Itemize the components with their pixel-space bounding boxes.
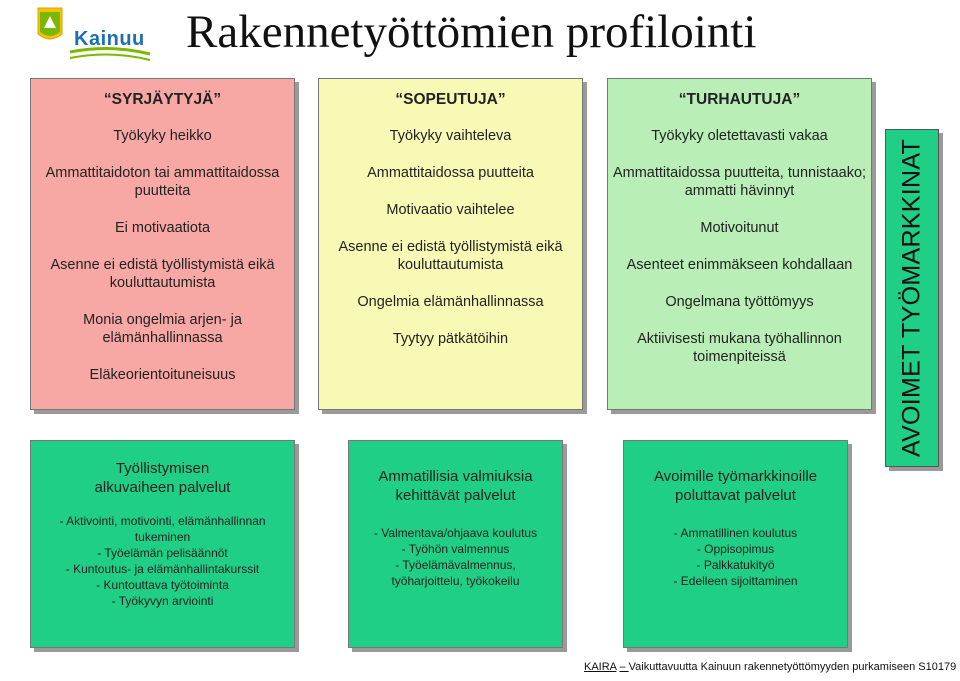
profile-item: Ei motivaatiota — [114, 220, 211, 236]
open-labour-market-box: AVOIMET TYÖMARKKINAT — [885, 129, 939, 467]
services-box-3: Avoimille työmarkkinoille poluttavat pal… — [623, 440, 848, 648]
service-item: - Työhön valmennus — [401, 542, 510, 556]
page-title: Rakennetyöttömien profilointi — [186, 6, 757, 58]
profile-box-turhautuja: “TURHAUTUJA” Työkyky oletettavasti vakaa… — [607, 78, 872, 410]
footer-text: Vaikuttavuutta Kainuun rakennetyöttömyyd… — [628, 661, 957, 673]
profile-item: Motivoitunut — [700, 220, 779, 236]
services-heading: Avoimille työmarkkinoille poluttavat pal… — [653, 468, 818, 504]
service-item: - Palkkatukityö — [696, 558, 775, 572]
profile-item: Eläkeorientoituneisuus — [89, 367, 236, 383]
footer-brand: KAIRA — [584, 661, 617, 673]
services-heading: Ammatillisia valmiuksia kehittävät palve… — [378, 468, 533, 504]
profile-item: Motivaatio vaihtelee — [386, 202, 515, 218]
profile-item: Työkyky heikko — [113, 128, 212, 144]
profile-item: Tyytyy pätkätöihin — [392, 331, 509, 347]
profile-item: Monia ongelmia arjen- ja elämänhallinnas… — [83, 312, 242, 346]
profile-item: Aktiivisesti mukana työhallinnon toimenp… — [637, 331, 842, 365]
logo-text: Kainuu — [74, 28, 145, 50]
profile-item: Ammattitaidossa puutteita, tunnistaako; … — [612, 165, 867, 199]
footer: KAIRA – Vaikuttavuutta Kainuun rakennety… — [584, 661, 957, 673]
profile-item: Asenne ei edistä työllistymistä eikä kou… — [338, 239, 563, 273]
profile-heading: “SYRJÄYTYJÄ” — [103, 91, 222, 108]
profile-item: Ammattitaidoton tai ammattitaidossa puut… — [45, 165, 280, 199]
service-item: - Oppisopimus — [696, 542, 775, 556]
profile-item: Työkyky oletettavasti vakaa — [651, 128, 828, 144]
service-item: - Kuntoutus- ja elämänhallintakurssit — [65, 562, 260, 576]
profile-box-syrjaytyja: “SYRJÄYTYJÄ” Työkyky heikko Ammattitaido… — [30, 78, 295, 410]
profile-box-sopeutuja: “SOPEUTUJA” Työkyky vaihteleva Ammattita… — [318, 78, 583, 410]
service-item: - Valmentava/ohjaava koulutus — [373, 526, 538, 540]
profile-item: Ongelmia elämänhallinnassa — [357, 294, 544, 310]
side-label: AVOIMET TYÖMARKKINAT — [897, 138, 926, 458]
profile-item: Asenne ei edistä työllistymistä eikä kou… — [50, 257, 275, 291]
service-item: - Aktivointi, motivointi, elämänhallinna… — [59, 514, 266, 544]
profile-item: Työkyky vaihteleva — [389, 128, 512, 144]
services-heading: Työllistymisen alkuvaiheen palvelut — [94, 460, 231, 496]
services-box-2: Ammatillisia valmiuksia kehittävät palve… — [348, 440, 563, 648]
profile-heading: “TURHAUTUJA” — [678, 91, 801, 108]
profile-item: Asenteet enimmäkseen kohdallaan — [626, 257, 853, 273]
service-item: - Työelämävalmennus, työharjoittelu, työ… — [391, 558, 520, 588]
kainuu-emblem-icon — [37, 7, 151, 61]
kainuu-logo: Kainuu — [30, 4, 160, 68]
service-item: - Edelleen sijoittaminen — [673, 574, 798, 588]
services-box-1: Työllistymisen alkuvaiheen palvelut - Ak… — [30, 440, 295, 648]
service-item: - Työelämän pelisäännöt — [97, 546, 228, 560]
service-item: - Kuntouttava työtoiminta — [96, 578, 229, 592]
profile-item: Ongelmana työttömyys — [665, 294, 814, 310]
service-item: - Työkyvyn arviointi — [111, 594, 214, 608]
profile-item: Ammattitaidossa puutteita — [367, 165, 534, 181]
profile-heading: “SOPEUTUJA” — [395, 91, 506, 108]
service-item: - Ammatillinen koulutus — [673, 526, 798, 540]
